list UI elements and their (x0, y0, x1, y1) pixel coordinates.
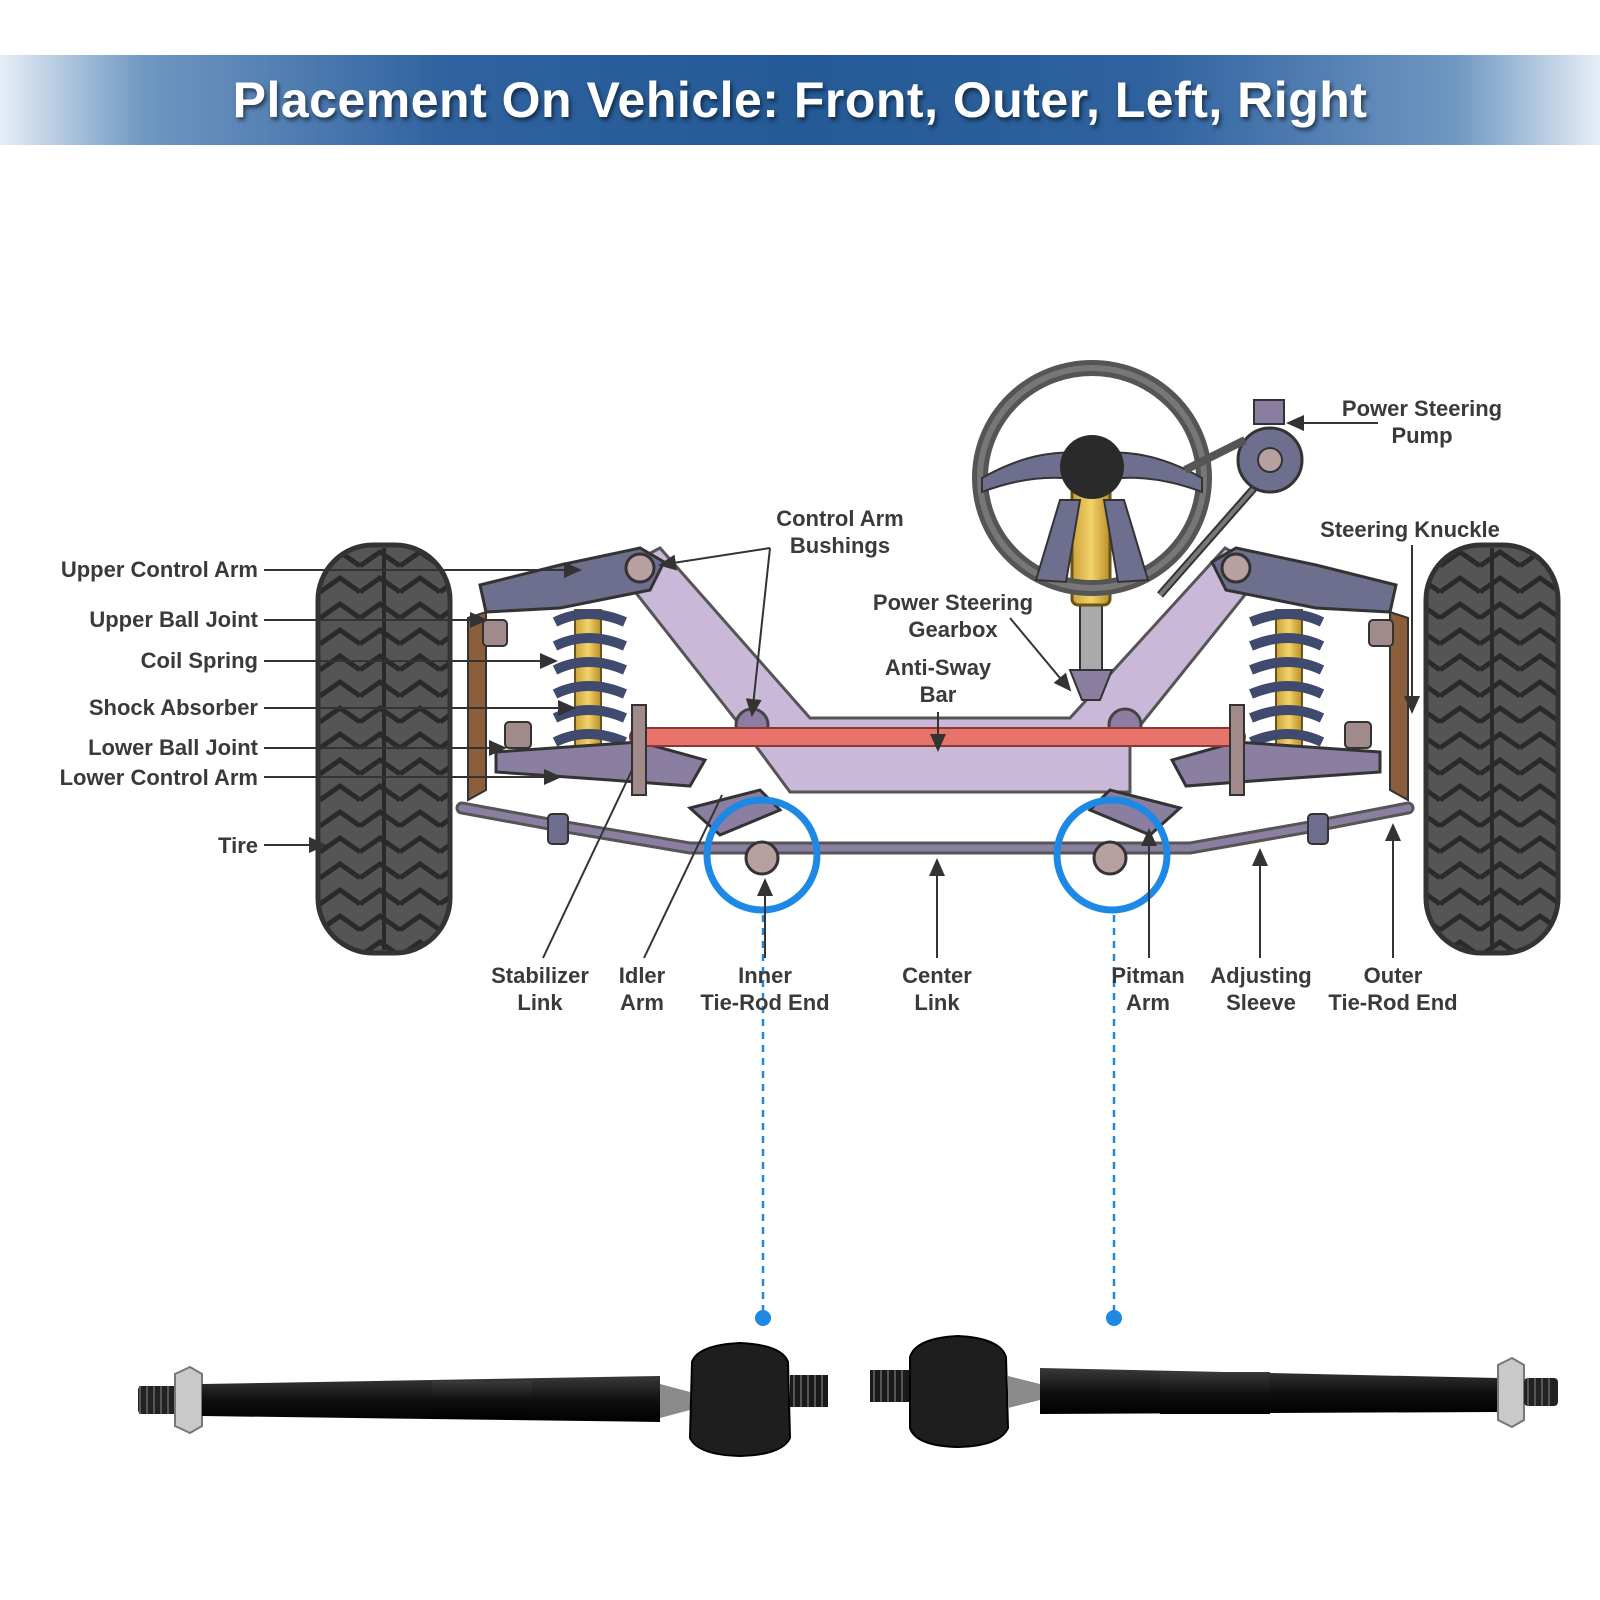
label-outer-tie-rod-end-1: Outer (1364, 963, 1423, 988)
right-steering-knuckle (1389, 610, 1409, 802)
label-inner-tie-rod-end-1: Inner (738, 963, 792, 988)
label-lower-ball-joint: Lower Ball Joint (88, 735, 259, 760)
right-shock-and-spring (1249, 609, 1325, 751)
label-lower-control-arm: Lower Control Arm (60, 765, 258, 790)
label-anti-sway-bar-2: Bar (920, 682, 957, 707)
label-center-link-2: Link (914, 990, 960, 1015)
stabilizer-links (631, 704, 1245, 796)
right-lower-ball-joint (1344, 721, 1372, 749)
left-upper-ball-joint (482, 619, 508, 647)
left-shock-and-spring (552, 609, 627, 751)
steering-wheel (972, 360, 1212, 596)
leader-lines (264, 415, 1420, 959)
label-outer-tie-rod-end-2: Tie-Rod End (1328, 990, 1457, 1015)
label-power-steering-gearbox-1: Power Steering (873, 590, 1033, 615)
left-lower-ball-joint (504, 721, 532, 749)
banner-title: Placement On Vehicle: Front, Outer, Left… (232, 72, 1368, 128)
inner-tie-rod-highlight-left (703, 796, 821, 914)
left-inner-tie-rod-product (138, 1341, 828, 1458)
label-power-steering-pump-2: Pump (1391, 423, 1452, 448)
label-control-arm-bushings-2: Bushings (790, 533, 890, 558)
title-banner: Placement On Vehicle: Front, Outer, Left… (0, 55, 1600, 145)
steering-linkage (455, 788, 1415, 876)
connector-left-dot (755, 1310, 771, 1326)
connector-right-dot (1106, 1310, 1122, 1326)
label-stabilizer-link-1: Stabilizer (491, 963, 589, 988)
label-coil-spring: Coil Spring (141, 648, 258, 673)
label-center-link-1: Center (902, 963, 972, 988)
right-tire (1423, 542, 1561, 956)
label-power-steering-gearbox-2: Gearbox (908, 617, 998, 642)
right-lower-control-arm (1169, 740, 1382, 788)
label-upper-control-arm: Upper Control Arm (61, 557, 258, 582)
label-upper-ball-joint: Upper Ball Joint (89, 607, 258, 632)
label-tire: Tire (218, 833, 258, 858)
steering-column (1068, 468, 1114, 701)
right-inner-tie-rod-product (870, 1334, 1558, 1449)
label-adjusting-sleeve-1: Adjusting (1210, 963, 1311, 988)
label-steering-knuckle: Steering Knuckle (1320, 517, 1500, 542)
inner-tie-rod-highlight-right (1053, 796, 1171, 914)
label-power-steering-pump-1: Power Steering (1342, 396, 1502, 421)
left-lower-control-arm (494, 740, 708, 788)
label-adjusting-sleeve-2: Sleeve (1226, 990, 1296, 1015)
power-steering-pump (1156, 399, 1304, 598)
right-upper-control-arm (1210, 546, 1398, 614)
label-control-arm-bushings-1: Control Arm (776, 506, 904, 531)
label-pitman-arm-1: Pitman (1111, 963, 1184, 988)
label-inner-tie-rod-end-2: Tie-Rod End (700, 990, 829, 1015)
label-stabilizer-link-2: Link (517, 990, 563, 1015)
label-anti-sway-bar-1: Anti-Sway (885, 655, 992, 680)
label-shock-absorber: Shock Absorber (89, 695, 259, 720)
right-upper-ball-joint (1368, 619, 1394, 647)
left-upper-control-arm (478, 546, 666, 614)
label-pitman-arm-2: Arm (1126, 990, 1170, 1015)
label-idler-arm-2: Arm (620, 990, 664, 1015)
label-idler-arm-1: Idler (619, 963, 666, 988)
